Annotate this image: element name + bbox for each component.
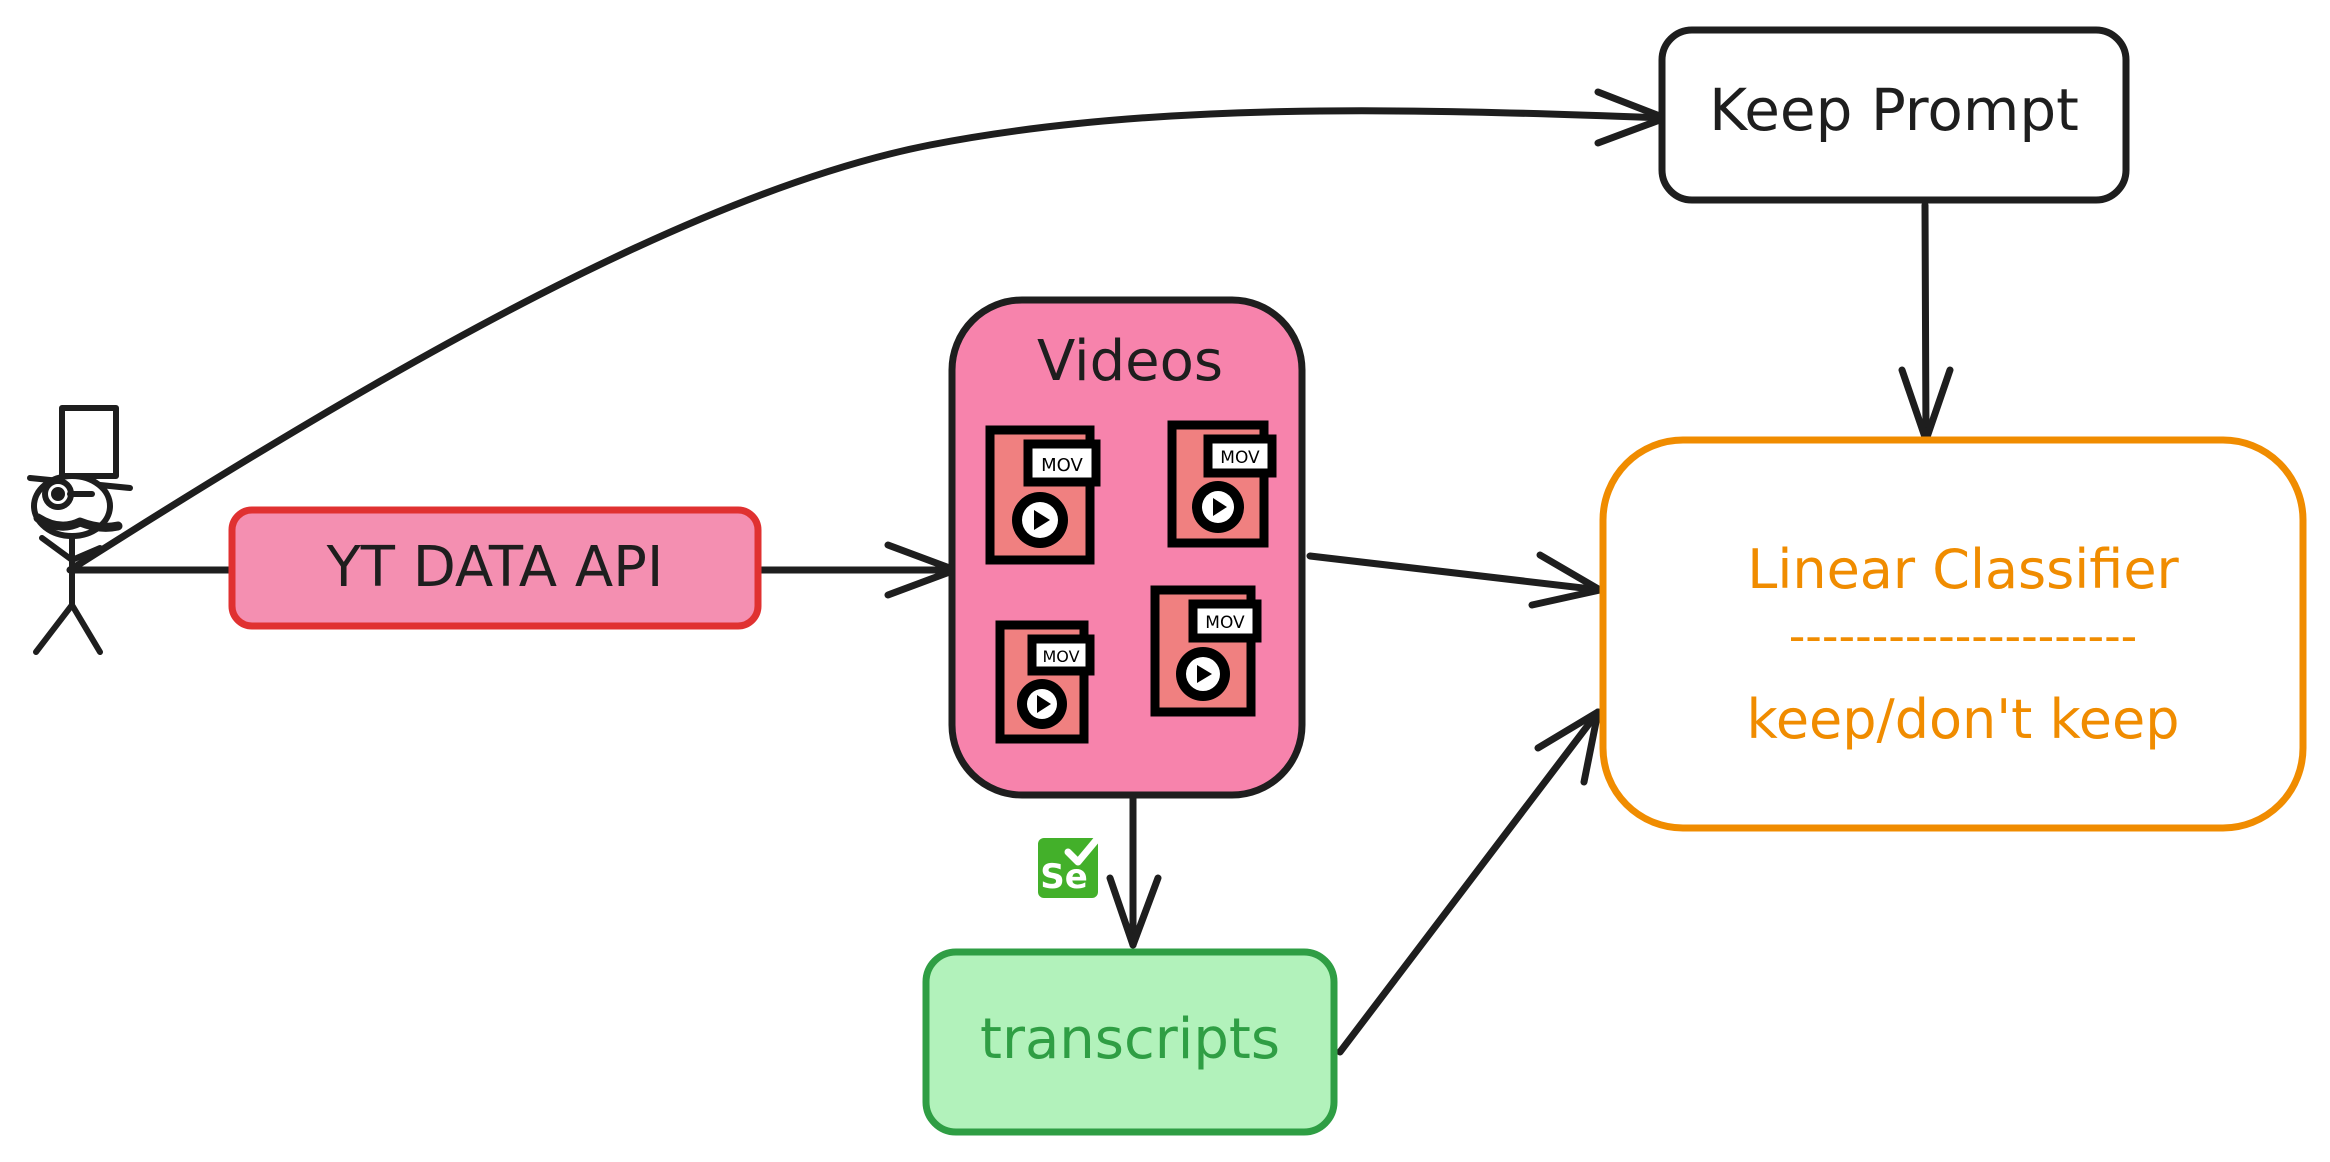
classifier-divider: --------------------- bbox=[1789, 609, 2138, 663]
arrow-user-to-keep-prompt bbox=[66, 107, 1669, 574]
mov-tag: MOV bbox=[1042, 647, 1079, 666]
video-file-icon: MOV bbox=[985, 425, 1101, 565]
video-file-icon: MOV bbox=[1150, 585, 1262, 717]
classifier-node: Linear Classifier --------------------- … bbox=[1599, 436, 2307, 832]
classifier-title: Linear Classifier bbox=[1747, 538, 2179, 601]
videos-label: Videos bbox=[1037, 329, 1223, 394]
mov-tag: MOV bbox=[1220, 448, 1260, 468]
classifier-output: keep/don't keep bbox=[1746, 688, 2179, 751]
videos-node: Videos MOV MOV MOV bbox=[948, 296, 1306, 799]
mov-tag: MOV bbox=[1041, 455, 1083, 476]
video-file-icon: MOV bbox=[1167, 420, 1277, 548]
mov-tag: MOV bbox=[1205, 613, 1245, 633]
yt-data-api-node: YT DATA API bbox=[228, 506, 762, 630]
video-file-icon: MOV bbox=[995, 620, 1095, 744]
yt-data-api-label: YT DATA API bbox=[326, 535, 664, 600]
user-stick-figure-icon bbox=[27, 405, 133, 655]
arrow-keep-prompt-to-classifier bbox=[1921, 201, 1930, 444]
arrow-videos-to-classifier bbox=[1306, 552, 1604, 594]
transcripts-label: transcripts bbox=[980, 1007, 1280, 1072]
transcripts-node: transcripts bbox=[922, 948, 1338, 1136]
keep-prompt-label: Keep Prompt bbox=[1709, 76, 2079, 144]
connectors bbox=[66, 88, 1954, 1056]
selenium-icon: Se bbox=[1038, 834, 1102, 898]
arrow-transcripts-to-classifier bbox=[1336, 708, 1602, 1056]
arrowhead-transcripts bbox=[1106, 874, 1162, 949]
keep-prompt-node: Keep Prompt bbox=[1658, 26, 2130, 204]
arrowhead-classifier-bottom bbox=[1534, 708, 1602, 786]
